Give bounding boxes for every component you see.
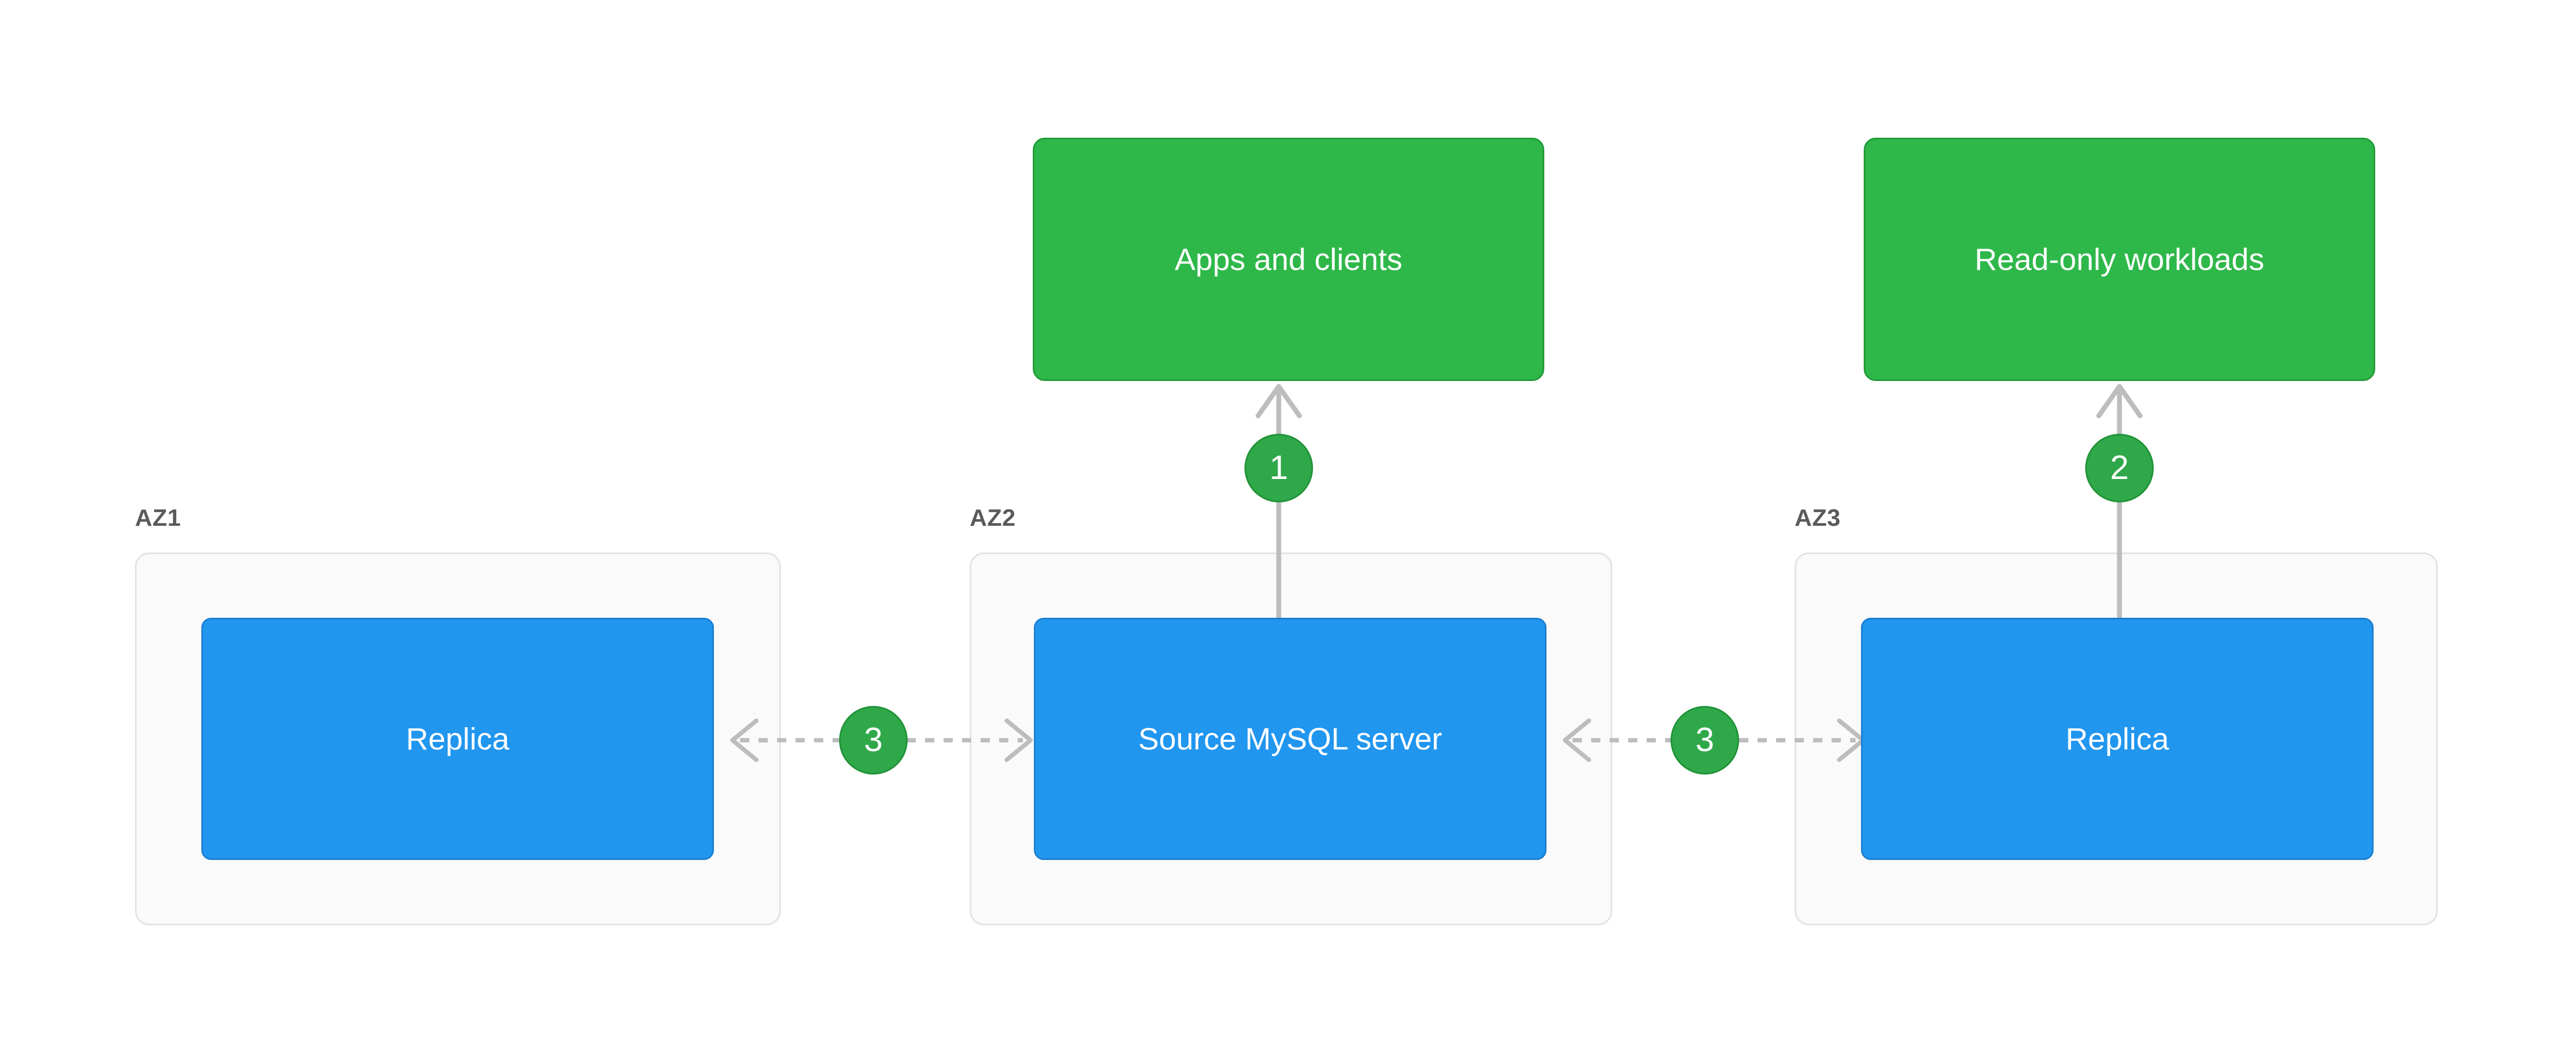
zone-label-az3: AZ3 — [1795, 505, 1841, 531]
node-apps-and-clients[interactable]: Apps and clients — [1033, 138, 1544, 381]
zone-label-az2: AZ2 — [970, 505, 1016, 531]
step-badge-3-az2-az3[interactable]: 3 — [1671, 706, 1739, 775]
node-read-only-workloads[interactable]: Read-only workloads — [1864, 138, 2375, 381]
node-label-source-mysql-server: Source MySQL server — [1138, 721, 1443, 757]
node-label-read-only-workloads: Read-only workloads — [1974, 242, 2265, 277]
step-badge-3-az2-az3-label: 3 — [1695, 721, 1715, 759]
step-badge-2[interactable]: 2 — [2085, 434, 2154, 502]
node-source-mysql-server[interactable]: Source MySQL server — [1034, 618, 1546, 860]
step-badge-2-label: 2 — [2110, 449, 2129, 487]
node-replica-az1[interactable]: Replica — [201, 618, 714, 860]
node-label-replica-az1: Replica — [405, 721, 510, 757]
node-label-replica-az3: Replica — [2065, 721, 2170, 757]
node-replica-az3[interactable]: Replica — [1861, 618, 2374, 860]
step-badge-3-az1-az2-label: 3 — [864, 721, 883, 759]
zone-label-az1: AZ1 — [135, 505, 181, 531]
step-badge-3-az1-az2[interactable]: 3 — [839, 706, 908, 775]
step-badge-1-label: 1 — [1269, 449, 1289, 487]
node-label-apps-and-clients: Apps and clients — [1174, 242, 1403, 277]
step-badge-1[interactable]: 1 — [1244, 434, 1313, 502]
